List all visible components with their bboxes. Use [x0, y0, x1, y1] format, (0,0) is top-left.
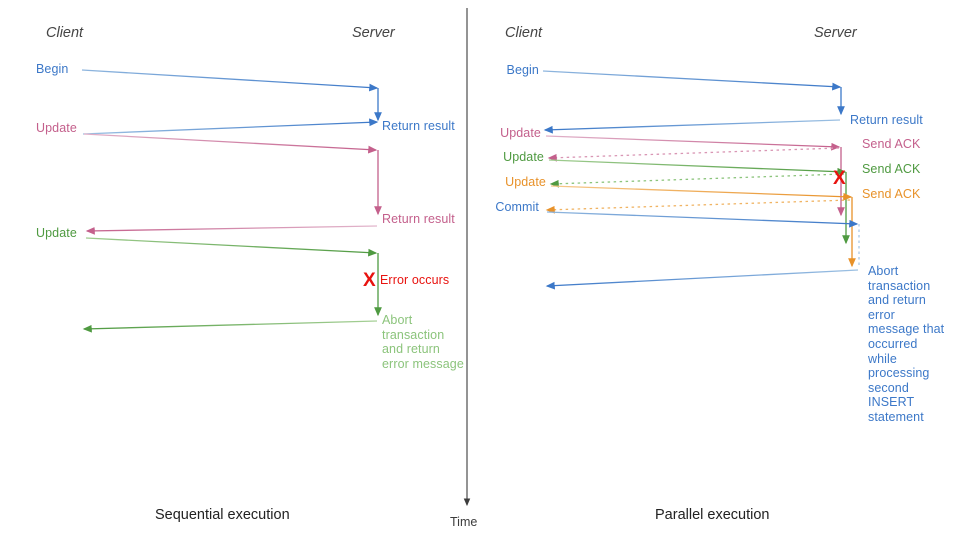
msg-update3-request-p — [550, 185, 853, 201]
label-return-result-pink-sequential: Return result — [382, 212, 455, 226]
label-abort-parallel: Abort transaction and return error messa… — [868, 264, 945, 424]
panel-sequential — [81, 69, 382, 333]
msg-abort-response-p — [545, 269, 859, 290]
msg-update2-request-p — [548, 159, 847, 176]
caption-parallel-execution: Parallel execution — [655, 507, 770, 523]
msg-begin-response-p — [543, 119, 841, 134]
msg-update2-request — [85, 237, 378, 257]
msg-update1-response — [85, 225, 378, 235]
label-commit-parallel: Commit — [495, 200, 539, 214]
caption-sequential-execution: Sequential execution — [155, 507, 290, 523]
msg-begin-request — [81, 69, 379, 92]
msg-commit-request — [546, 211, 859, 228]
panel-parallel-client-header: Client — [505, 25, 543, 41]
error-marker-icon-parallel: X — [833, 168, 846, 189]
label-update-orange-parallel: Update — [505, 175, 546, 189]
label-abort-sequential: Abort transaction and return error messa… — [382, 313, 464, 371]
label-send-ack-orange-parallel: Send ACK — [862, 187, 921, 201]
msg-update1-request — [83, 133, 378, 154]
time-axis-label: Time — [450, 515, 478, 529]
label-return-result-blue-sequential: Return result — [382, 119, 455, 133]
msg-begin-response — [82, 118, 379, 135]
error-marker-icon-sequential: X — [363, 270, 376, 291]
label-send-ack-green-parallel: Send ACK — [862, 162, 921, 176]
label-update-green-parallel: Update — [503, 150, 544, 164]
label-error-occurs-sequential: Error occurs — [380, 273, 450, 287]
panel-parallel — [542, 70, 860, 290]
label-begin-sequential: Begin — [36, 62, 69, 76]
label-update-pink-parallel: Update — [500, 126, 541, 140]
panel-parallel-server-header: Server — [814, 25, 857, 41]
panel-sequential-server-header: Server — [352, 25, 395, 41]
label-update-green-sequential: Update — [36, 226, 77, 240]
label-update-pink-sequential: Update — [36, 121, 77, 135]
msg-begin-request-p — [542, 70, 842, 91]
label-return-result-parallel: Return result — [850, 113, 923, 127]
label-begin-parallel: Begin — [506, 63, 539, 77]
msg-ack2-dotted — [549, 173, 845, 188]
msg-abort-response — [82, 320, 378, 333]
msg-update1-request-p — [545, 135, 841, 151]
label-send-ack-pink-parallel: Send ACK — [862, 137, 921, 151]
panel-sequential-client-header: Client — [46, 25, 84, 41]
msg-ack1-dotted — [547, 147, 840, 162]
msg-ack3-dotted — [545, 199, 851, 214]
